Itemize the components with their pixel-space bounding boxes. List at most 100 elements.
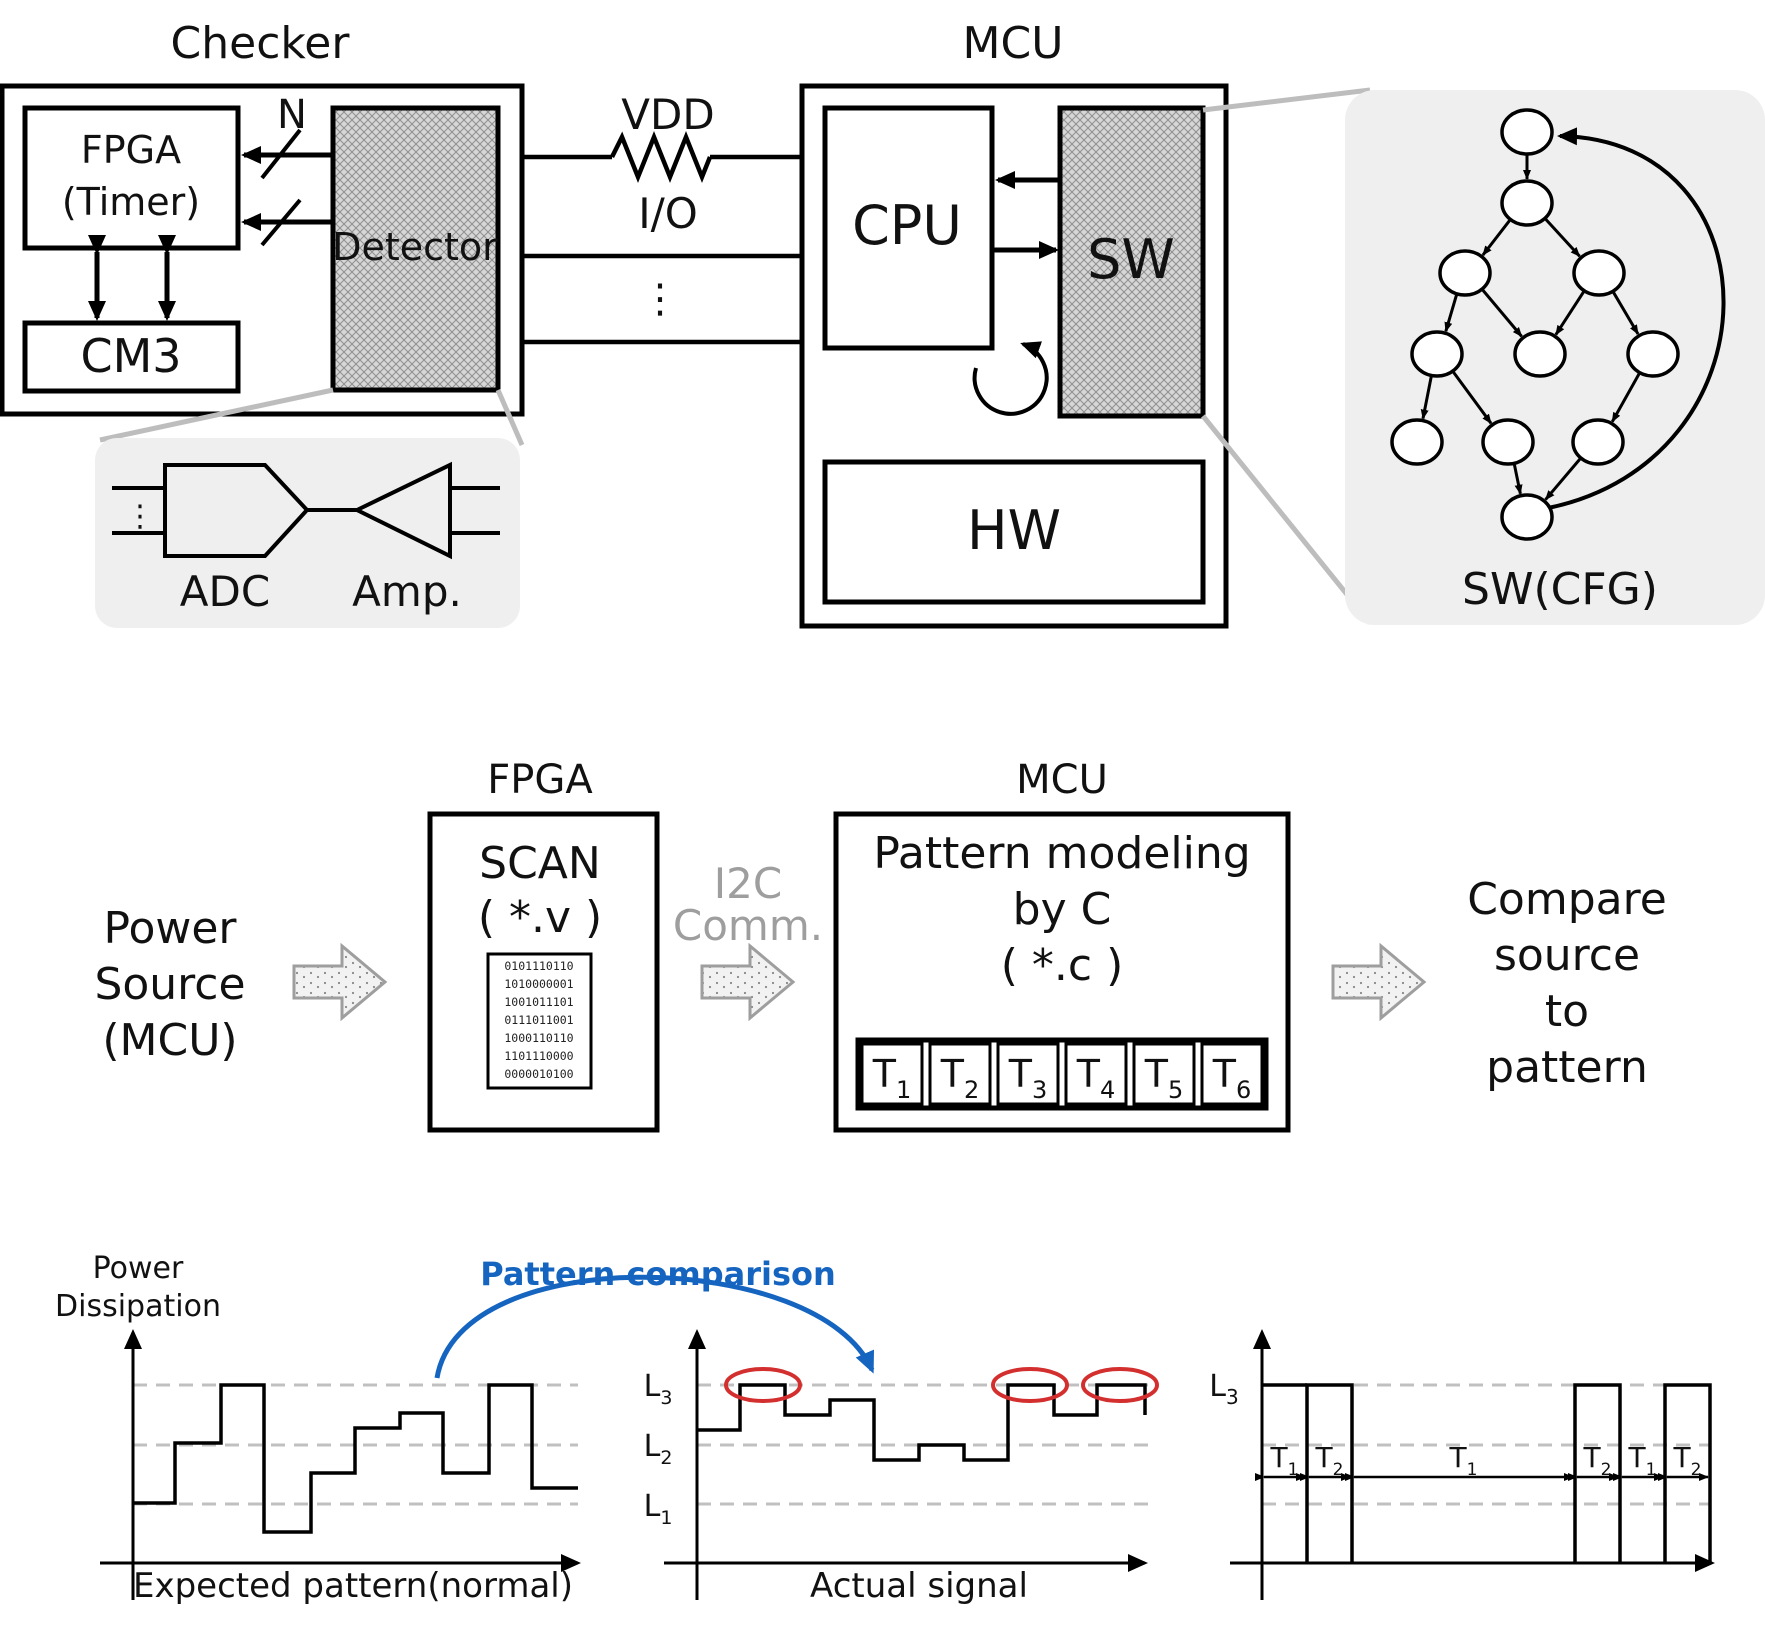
detector-zoom-line-right xyxy=(495,389,525,446)
cfg-zoom-line-top xyxy=(1202,87,1371,113)
task-cell xyxy=(1064,1042,1128,1106)
detector-zoom-line-left xyxy=(99,387,334,443)
anomaly-highlight xyxy=(724,1367,802,1403)
task-label: T3 xyxy=(1008,1052,1048,1104)
detector-box xyxy=(330,105,501,393)
mcu-box xyxy=(799,83,1229,629)
task-label: T5 xyxy=(1144,1052,1184,1104)
expected-pattern-waveform xyxy=(133,1383,578,1534)
cfg-edge xyxy=(1554,289,1586,336)
task-cell xyxy=(928,1042,992,1106)
cfg-zoom-line-bottom xyxy=(1201,414,1372,625)
mcu-title: MCU xyxy=(963,18,1064,69)
compare-line4: pattern xyxy=(1486,1042,1648,1093)
anomaly-highlight xyxy=(1081,1367,1159,1403)
interval-label: T1 xyxy=(1270,1441,1299,1480)
cfg-edge xyxy=(1611,371,1642,423)
plot3-level-label: L3 xyxy=(1209,1369,1238,1409)
cfg-edge xyxy=(1512,463,1523,495)
cpu-label: CPU xyxy=(852,194,962,257)
cfg-edge xyxy=(1544,457,1582,501)
task-cell xyxy=(996,1042,1060,1106)
cfg-node xyxy=(1626,330,1680,378)
task-cell xyxy=(860,1042,924,1106)
task-strip xyxy=(855,1037,1269,1111)
control-flow-graph xyxy=(1390,108,1726,541)
bitstream-row: 0111011001 xyxy=(504,1013,573,1027)
cfg-edge xyxy=(1451,370,1493,425)
flow-arrow-1 xyxy=(292,942,388,1022)
level-label: L3 xyxy=(644,1369,673,1409)
power-plots-section: Power Dissipation Pattern comparison Exp… xyxy=(55,1251,1715,1606)
task-label: T6 xyxy=(1212,1052,1252,1104)
actual-signal-label: Actual signal xyxy=(810,1566,1028,1606)
level-label: L1 xyxy=(644,1489,673,1529)
fpga-flow-title: FPGA xyxy=(487,757,593,803)
amp-triangle xyxy=(352,461,452,560)
cfg-back-edge xyxy=(1547,127,1726,510)
vdd-resistor xyxy=(609,130,713,184)
bus-slash-lower xyxy=(260,198,302,247)
amp-label: Amp. xyxy=(352,567,462,616)
cfg-node xyxy=(1390,418,1444,466)
power-source-line3: (MCU) xyxy=(102,1015,237,1066)
fpga-timer-box xyxy=(22,105,241,251)
cfg-edge xyxy=(1420,375,1433,420)
bus-slash-upper xyxy=(260,128,302,180)
cfg-node xyxy=(1500,179,1554,227)
task-cell xyxy=(1132,1042,1196,1106)
compare-line2: source xyxy=(1494,930,1640,981)
bus-width-label: N xyxy=(277,92,307,138)
pattern-comparison-label: Pattern comparison xyxy=(480,1255,836,1293)
detector-detail-panel xyxy=(95,438,520,628)
cfg-label: SW(CFG) xyxy=(1462,564,1658,615)
detector-label: Detector xyxy=(332,225,498,269)
level-label: L2 xyxy=(644,1429,673,1469)
interval-label: T1 xyxy=(1449,1441,1478,1480)
scan-label: SCAN xyxy=(479,838,601,889)
compare-line1: Compare xyxy=(1467,874,1667,925)
cm3-label: CM3 xyxy=(80,329,181,383)
execution-loop-arrow xyxy=(972,341,1049,416)
cfg-node xyxy=(1481,418,1535,466)
more-signals-ellipsis: ⋮ xyxy=(640,276,680,322)
scan-file-label: ( *.v ) xyxy=(478,892,602,943)
bitstream-row: 1001011101 xyxy=(504,995,573,1009)
pattern-model-line1: Pattern modeling xyxy=(873,828,1250,879)
fpga-timer-label-line1: FPGA xyxy=(81,128,181,172)
flow-arrow-3 xyxy=(1331,942,1427,1022)
interval-label: T2 xyxy=(1583,1441,1612,1480)
bitstream-row: 1101110000 xyxy=(504,1049,573,1063)
bitstream-row: 0101110110 xyxy=(504,959,573,973)
expected-pattern-label: Expected pattern(normal) xyxy=(133,1566,573,1606)
i2c-label-line2: Comm. xyxy=(673,901,823,950)
adc-shape xyxy=(163,463,310,558)
y-axis-label-line1: Power xyxy=(93,1251,184,1286)
cfg-edge xyxy=(1543,217,1581,258)
cfg-edge xyxy=(1444,293,1459,333)
cfg-node xyxy=(1572,249,1626,297)
power-source-line2: Source xyxy=(94,959,245,1010)
task-cell xyxy=(1200,1042,1264,1106)
power-source-line1: Power xyxy=(103,903,237,954)
interval-label: T2 xyxy=(1673,1441,1702,1480)
hw-box xyxy=(822,459,1206,605)
cfg-node xyxy=(1513,330,1567,378)
pattern-model-line2: by C xyxy=(1013,884,1112,935)
architecture-section: Checker MCU FPGA (Timer) CM3 Detector N … xyxy=(0,18,1765,629)
cfg-node xyxy=(1500,108,1554,156)
interval-label: T1 xyxy=(1628,1441,1657,1480)
mcu-flow-title: MCU xyxy=(1016,757,1108,803)
bitstream-row: 1010000001 xyxy=(504,977,573,991)
cfg-node xyxy=(1438,249,1492,297)
verification-flow-section: Power Source (MCU) FPGA SCAN ( *.v ) 010… xyxy=(94,757,1667,1133)
pattern-comparison-arrow xyxy=(434,1274,875,1379)
cfg-node xyxy=(1571,418,1625,466)
checker-box xyxy=(0,83,525,417)
pattern-model-line3: ( *.c ) xyxy=(1001,940,1123,991)
sw-box xyxy=(1057,105,1206,419)
sw-label: SW xyxy=(1087,228,1175,291)
